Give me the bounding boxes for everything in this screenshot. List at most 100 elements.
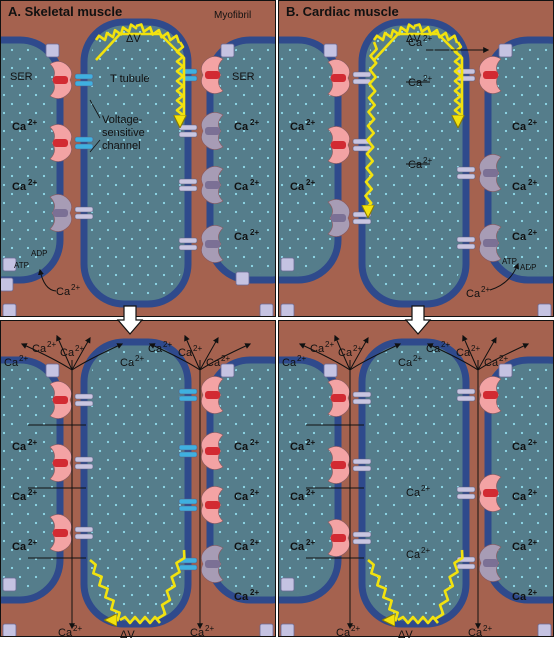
calcium-charge: 2+ xyxy=(528,488,537,497)
calcium-charge: 2+ xyxy=(306,118,315,127)
channel-upper xyxy=(74,136,94,143)
dhp-channel xyxy=(178,557,198,571)
calcium-symbol: Ca xyxy=(234,441,249,453)
voltage-wave-bottom xyxy=(89,558,121,622)
ryanodine-receptor xyxy=(479,56,502,94)
calcium-symbol: Ca xyxy=(406,487,421,499)
channel-upper xyxy=(178,388,198,395)
calcium-symbol: Ca xyxy=(32,343,47,355)
channel-lower xyxy=(352,398,372,405)
calcium-symbol: Ca xyxy=(338,347,353,359)
ryanodine-receptor xyxy=(327,446,350,484)
channel-upper xyxy=(352,531,372,538)
channel-lower xyxy=(74,463,94,470)
receptor-pore xyxy=(53,459,68,467)
receptor-pore xyxy=(331,74,346,82)
voltage-wave-bottom3 xyxy=(434,549,464,621)
dhp-channel xyxy=(178,388,198,402)
ryanodine-receptor xyxy=(49,381,72,419)
calcium-symbol: Ca xyxy=(282,357,297,369)
panel-content xyxy=(279,18,553,316)
receptor-pore xyxy=(331,461,346,469)
channel-upper xyxy=(74,393,94,400)
channel-upper xyxy=(74,206,94,213)
receptor-pore xyxy=(205,447,220,455)
voltage-label-1: Voltage- xyxy=(102,114,143,126)
sr-left-ions xyxy=(1,366,54,594)
receptor-pore xyxy=(205,501,220,509)
calcium-symbol: Ca xyxy=(290,121,305,133)
adp-label: ADP xyxy=(520,263,536,272)
ryanodine-receptor xyxy=(201,56,224,94)
calcium-symbol: Ca xyxy=(408,77,423,89)
panel-content xyxy=(1,334,275,636)
calcium-symbol: Ca xyxy=(512,121,527,133)
dhp-channel xyxy=(74,393,94,407)
voltage-wave-bottom3 xyxy=(156,549,186,621)
t-tubule-ions xyxy=(368,348,460,618)
channel-upper xyxy=(74,73,94,80)
voltage-wave-bottom2 xyxy=(119,615,161,625)
dhp-channel xyxy=(74,73,94,87)
ca-release-arrow xyxy=(462,334,479,371)
ryanodine-receptor xyxy=(49,514,72,552)
ca-pump xyxy=(537,623,552,636)
calcium-charge: 2+ xyxy=(528,228,537,237)
t-tubule-label: T tubule xyxy=(110,73,150,85)
atp-label: ATP xyxy=(502,257,517,266)
channel-lower xyxy=(178,564,198,571)
calcium-charge: 2+ xyxy=(250,118,259,127)
channel-lower xyxy=(74,213,94,220)
channel-upper xyxy=(352,71,372,78)
ryanodine-receptor xyxy=(327,379,350,417)
voltage-label-2: sensitive xyxy=(102,127,145,139)
channel-upper xyxy=(352,391,372,398)
calcium-symbol: Ca xyxy=(148,343,163,355)
ryanodine-receptor xyxy=(201,112,224,150)
calcium-charge: 2+ xyxy=(528,118,537,127)
voltage-wave-top xyxy=(372,23,416,42)
voltage-label-3: channel xyxy=(102,140,141,152)
ca-release-arrow xyxy=(148,343,201,371)
receptor-pore xyxy=(331,141,346,149)
calcium-charge: 2+ xyxy=(471,344,480,353)
calcium-charge: 2+ xyxy=(481,285,490,294)
channel-lower xyxy=(178,185,198,192)
channel-lower xyxy=(352,78,372,85)
calcium-symbol: Ca xyxy=(4,357,19,369)
channel-lower xyxy=(352,145,372,152)
ca-pump xyxy=(259,623,274,636)
voltage-wave-top2 xyxy=(135,23,181,44)
ca-pump xyxy=(2,303,17,316)
voltage-wave-right xyxy=(175,41,185,122)
ryanodine-receptor xyxy=(327,199,350,237)
t-tubule-ions xyxy=(368,28,460,298)
channel-lower xyxy=(456,563,476,570)
ca-pump xyxy=(280,303,295,316)
calcium-symbol: Ca xyxy=(512,491,527,503)
calcium-charge: 2+ xyxy=(423,74,432,83)
panel-title: B. Cardiac muscle xyxy=(286,4,399,19)
calcium-symbol: Ca xyxy=(512,441,527,453)
channel-lower xyxy=(352,465,372,472)
ca-pump xyxy=(498,363,513,378)
calcium-symbol: Ca xyxy=(290,181,305,193)
channel-lower xyxy=(74,80,94,87)
calcium-symbol: Ca xyxy=(234,121,249,133)
receptor-pore xyxy=(483,71,498,79)
dhp-channel xyxy=(178,178,198,192)
ryanodine-receptor xyxy=(49,194,72,232)
